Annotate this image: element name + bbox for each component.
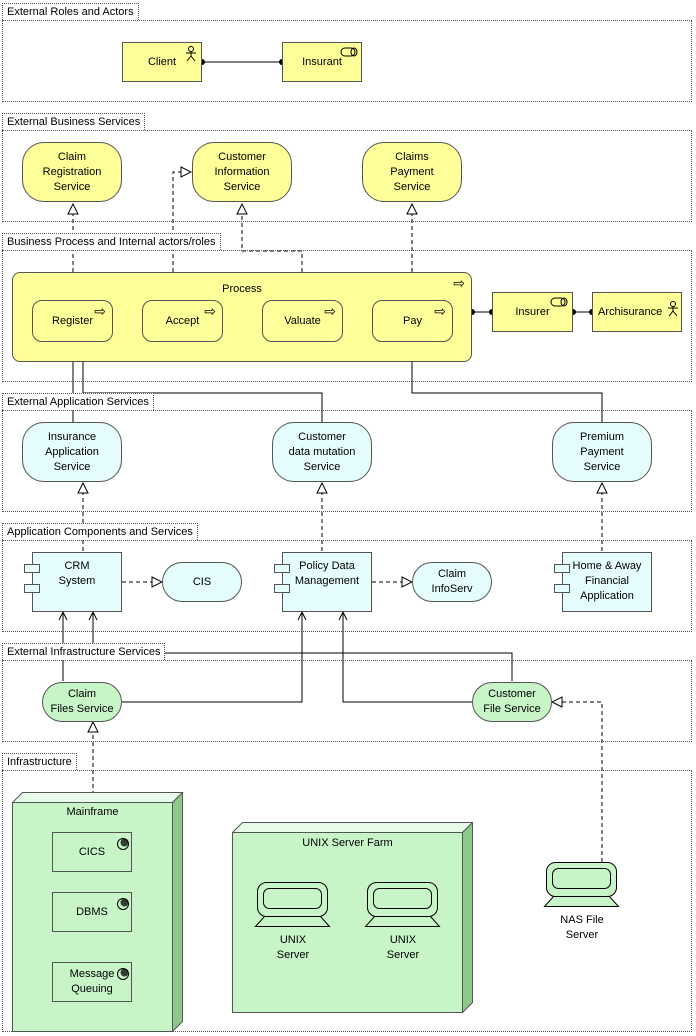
step-label: Valuate bbox=[284, 314, 321, 327]
insurer-label: Insurer bbox=[515, 305, 550, 318]
component-icon-tab bbox=[554, 564, 570, 573]
customer-file-service[interactable]: Customer File Service bbox=[472, 682, 552, 722]
role-icon bbox=[340, 47, 358, 57]
unix-farm-label: UNIX Server Farm bbox=[302, 837, 393, 849]
dbms-system-software[interactable]: DBMS bbox=[52, 892, 132, 932]
component-label: Policy Data Management bbox=[294, 560, 360, 587]
step-label: Pay bbox=[403, 314, 422, 327]
customer-file-to-crm bbox=[93, 612, 513, 681]
step-valuate[interactable]: Valuate⇨ bbox=[262, 300, 343, 342]
layer-label-app-components: Application Components and Services bbox=[2, 523, 198, 540]
client-label: Client bbox=[147, 55, 177, 68]
claim-infoserv-service[interactable]: Claim InfoServ bbox=[412, 562, 492, 602]
step-register[interactable]: Register⇨ bbox=[32, 300, 113, 342]
layer-label-business-process: Business Process and Internal actors/rol… bbox=[2, 233, 221, 250]
component-icon-tab bbox=[274, 584, 290, 593]
step-label: Register bbox=[52, 314, 93, 327]
layer-business-services bbox=[2, 130, 692, 222]
home-away-component[interactable]: Home & Away Financial Application bbox=[562, 552, 652, 612]
claim-registration-service[interactable]: Claim Registration Service bbox=[22, 142, 122, 202]
insurant-label: Insurant bbox=[302, 55, 342, 68]
premium-to-pay bbox=[412, 344, 603, 422]
layer-actors bbox=[2, 20, 692, 102]
accept-to-customer-information bbox=[172, 172, 191, 300]
actor-icon bbox=[668, 301, 678, 317]
message-queuing-system-software[interactable]: Message Queuing bbox=[52, 962, 132, 1002]
crm-system-component[interactable]: CRM System bbox=[32, 552, 122, 612]
step-accept[interactable]: Accept ⇨ bbox=[142, 300, 223, 342]
customer-data-mutation-service[interactable]: Customer data mutation Service bbox=[272, 422, 372, 482]
layer-app-components bbox=[2, 540, 692, 632]
customer-file-to-policy bbox=[343, 612, 472, 703]
archisurance-label: Archisurance bbox=[598, 305, 663, 318]
component-icon-tab bbox=[554, 584, 570, 593]
system-software-label: CICS bbox=[78, 845, 106, 858]
system-software-icon bbox=[117, 968, 129, 980]
process-arrow-icon: ⇨ bbox=[204, 303, 216, 319]
insurant-role[interactable]: Insurant bbox=[282, 42, 362, 82]
unix-server-2-device-icon[interactable] bbox=[364, 880, 442, 932]
system-software-label: DBMS bbox=[76, 905, 108, 918]
nas-device-icon[interactable] bbox=[543, 860, 621, 912]
unix-server-1-device-icon[interactable] bbox=[254, 880, 332, 932]
cics-system-software[interactable]: CICS bbox=[52, 832, 132, 872]
archisurance-actor[interactable]: Archisurance bbox=[592, 292, 682, 332]
cis-service[interactable]: CIS bbox=[162, 562, 242, 602]
step-label: Accept bbox=[165, 314, 200, 327]
process-arrow-icon: ⇨ bbox=[324, 303, 336, 319]
process-arrow-icon: ⇨ bbox=[94, 303, 106, 319]
claim-files-service[interactable]: Claim Files Service bbox=[42, 682, 122, 722]
layer-label-infrastructure: Infrastructure bbox=[2, 753, 77, 770]
customer-data-to-register bbox=[83, 344, 323, 422]
layer-label-business-services: External Business Services bbox=[2, 113, 146, 130]
step-pay[interactable]: Pay ⇨ bbox=[372, 300, 453, 342]
layer-label-actors: External Roles and Actors bbox=[2, 3, 139, 20]
mainframe-label: Mainframe bbox=[66, 806, 119, 818]
layer-infra-services bbox=[2, 660, 692, 742]
process-arrow-icon: ⇨ bbox=[453, 275, 465, 291]
unix-server-1-label: UNIX Server bbox=[276, 934, 310, 961]
claim-files-to-policy bbox=[122, 612, 302, 703]
unix-server-2-label: UNIX Server bbox=[386, 934, 420, 961]
layer-label-app-services: External Application Services bbox=[2, 393, 154, 410]
component-icon-tab bbox=[24, 584, 40, 593]
policy-data-management-component[interactable]: Policy Data Management bbox=[282, 552, 372, 612]
insurer-role[interactable]: Insurer bbox=[492, 292, 573, 332]
layer-app-services bbox=[2, 410, 692, 512]
role-icon bbox=[550, 297, 568, 307]
process-arrow-icon: ⇨ bbox=[434, 303, 446, 319]
component-icon-tab bbox=[274, 564, 290, 573]
component-label: CRM System bbox=[58, 560, 96, 587]
premium-payment-service[interactable]: Premium Payment Service bbox=[552, 422, 652, 482]
component-icon-tab bbox=[24, 564, 40, 573]
layer-business-process bbox=[2, 250, 692, 382]
system-software-label: Message Queuing bbox=[69, 968, 115, 995]
component-label: Home & Away Financial Application bbox=[572, 560, 642, 602]
system-software-icon bbox=[117, 838, 129, 850]
claims-payment-service[interactable]: Claims Payment Service bbox=[362, 142, 462, 202]
customer-information-service[interactable]: Customer Information Service bbox=[192, 142, 292, 202]
layer-label-infra-services: External Infrastructure Services bbox=[2, 643, 166, 660]
nas-label: NAS File Server bbox=[560, 914, 604, 941]
system-software-icon bbox=[117, 898, 129, 910]
actor-icon bbox=[186, 46, 196, 62]
client-actor[interactable]: Client bbox=[122, 42, 202, 82]
process-title: Process bbox=[222, 283, 262, 295]
layer-infrastructure bbox=[2, 770, 692, 1032]
insurance-application-service[interactable]: Insurance Application Service bbox=[22, 422, 122, 482]
